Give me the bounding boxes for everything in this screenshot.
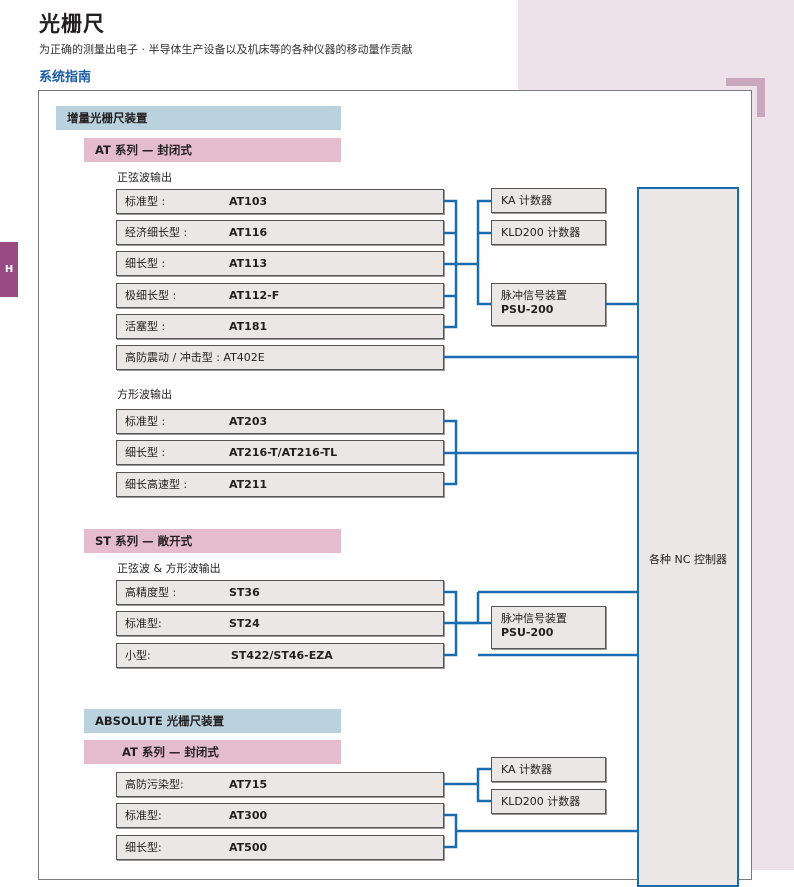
incremental-at-series-banner: AT 系列 — 封闭式 (84, 138, 341, 162)
device-label: 脉冲信号装置 (501, 289, 567, 302)
product-model: AT211 (229, 478, 268, 491)
product-model: AT116 (229, 226, 268, 239)
product-item: 高精度型 : ST36 (116, 580, 444, 605)
product-type: 细长高速型 : (125, 478, 188, 491)
product-type: 标准型 : (125, 195, 166, 208)
product-type: 高精度型 : (125, 586, 177, 599)
page-subtitle: 为正确的测量出电子 · 半导体生产设备以及机床等的各种仪器的移动量作贡献 (39, 43, 413, 56)
product-model: AT500 (229, 841, 268, 854)
absolute-at-series-banner: AT 系列 — 封闭式 (84, 740, 341, 764)
product-type-model: 高防震动 / 冲击型 : AT402E (125, 351, 265, 364)
nc-controller-label: 各种 NC 控制器 (649, 553, 727, 566)
kld200-counter-box-abs: KLD200 计数器 (491, 789, 606, 814)
product-type: 经济细长型 : (125, 226, 188, 239)
product-model: ST422/ST46-EZA (231, 649, 333, 662)
product-item-shock: 高防震动 / 冲击型 : AT402E (116, 345, 444, 370)
product-model: ST36 (229, 586, 260, 599)
st-series-banner: ST 系列 — 敞开式 (84, 529, 341, 553)
product-type: 标准型: (125, 809, 162, 822)
device-model: PSU-200 (501, 303, 554, 316)
product-type: 小型: (125, 649, 151, 662)
product-item: 标准型: ST24 (116, 611, 444, 636)
absolute-banner: ABSOLUTE 光栅尺装置 (84, 709, 341, 733)
product-item: 极细长型 : AT112-F (116, 283, 444, 308)
product-model: AT112-F (229, 289, 280, 302)
product-item: 标准型 : AT203 (116, 409, 444, 434)
product-type: 标准型 : (125, 415, 166, 428)
product-item: 高防污染型: AT715 (116, 772, 444, 797)
product-item: 标准型: AT300 (116, 803, 444, 828)
product-model: AT715 (229, 778, 268, 791)
device-model: PSU-200 (501, 626, 554, 639)
product-type: 细长型 : (125, 446, 166, 459)
product-item: 经济细长型 : AT116 (116, 220, 444, 245)
device-label: KLD200 计数器 (501, 795, 581, 808)
ka-counter-box-abs: KA 计数器 (491, 757, 606, 782)
product-model: AT113 (229, 257, 268, 270)
device-label: 脉冲信号装置 (501, 612, 567, 625)
device-label: KA 计数器 (501, 763, 553, 776)
product-model: AT203 (229, 415, 268, 428)
product-type: 细长型 : (125, 257, 166, 270)
ka-counter-box: KA 计数器 (491, 188, 606, 213)
product-type: 活塞型 : (125, 320, 166, 333)
side-chapter-tab[interactable]: H (0, 242, 18, 297)
product-model: AT300 (229, 809, 268, 822)
device-label: KA 计数器 (501, 194, 553, 207)
product-item: 活塞型 : AT181 (116, 314, 444, 339)
product-item: 小型: ST422/ST46-EZA (116, 643, 444, 668)
product-type: 高防污染型: (125, 778, 184, 791)
product-item: 细长型 : AT113 (116, 251, 444, 276)
product-item: 细长型 : AT216-T/AT216-TL (116, 440, 444, 465)
product-model: AT216-T/AT216-TL (229, 446, 338, 459)
device-label: KLD200 计数器 (501, 226, 581, 239)
section-title: 系统指南 (39, 70, 92, 85)
sine-output-heading: 正弦波输出 (117, 171, 172, 184)
page-title: 光栅尺 (39, 12, 105, 36)
kld200-counter-box: KLD200 计数器 (491, 220, 606, 245)
product-model: AT103 (229, 195, 268, 208)
nc-controller-box: 各种 NC 控制器 (637, 187, 739, 887)
product-type: 极细长型 : (125, 289, 177, 302)
product-type: 标准型: (125, 617, 162, 630)
incremental-banner: 增量光栅尺装置 (56, 106, 341, 130)
product-model: AT181 (229, 320, 268, 333)
st-output-heading: 正弦波 & 方形波输出 (117, 562, 221, 575)
product-item: 标准型 : AT103 (116, 189, 444, 214)
corner-mark-icon (726, 78, 765, 117)
product-model: ST24 (229, 617, 260, 630)
product-type: 细长型: (125, 841, 162, 854)
product-item: 细长高速型 : AT211 (116, 472, 444, 497)
product-item: 细长型: AT500 (116, 835, 444, 860)
square-output-heading: 方形波输出 (117, 388, 172, 401)
